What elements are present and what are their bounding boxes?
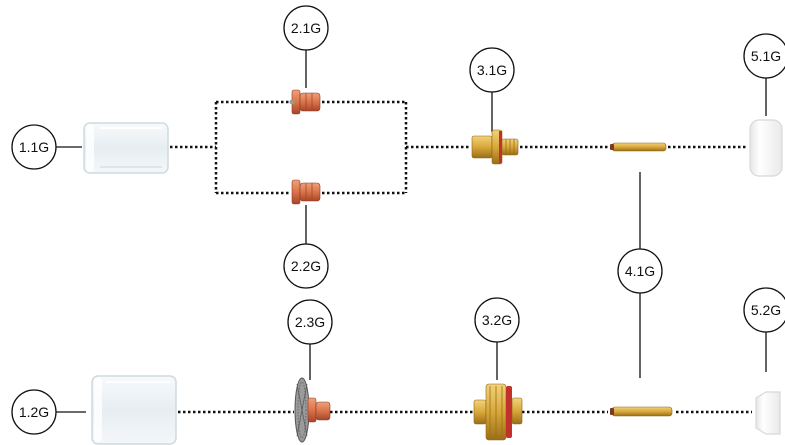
- collet-bottom: [610, 406, 673, 417]
- gas-lens-2-2g: [291, 179, 321, 205]
- collet-body-3-1g: [471, 129, 519, 165]
- callout-3-1g: 3.1G: [469, 47, 515, 93]
- callout-2-3g: 2.3G: [287, 299, 333, 345]
- callout-label: 1.1G: [19, 139, 49, 155]
- callout-label: 2.2G: [291, 258, 321, 274]
- callout-2-2g: 2.2G: [283, 243, 329, 289]
- callout-4-1g: 4.1G: [617, 248, 663, 294]
- glass-cup-1-2g: [91, 375, 177, 445]
- callout-label: 5.2G: [751, 302, 781, 318]
- callout-5-1g: 5.1G: [743, 33, 785, 79]
- callout-label: 5.1G: [751, 48, 781, 64]
- callout-label: 3.2G: [482, 312, 512, 328]
- connector-lines: [170, 100, 752, 414]
- collet-top: [610, 142, 667, 152]
- glass-cup-1-1g: [83, 122, 169, 174]
- callout-2-1g: 2.1G: [283, 5, 329, 51]
- callout-3-2g: 3.2G: [474, 297, 520, 343]
- callout-label: 4.1G: [625, 263, 655, 279]
- insulator-5-1g: [749, 119, 783, 177]
- callout-1-1g: 1.1G: [11, 124, 57, 170]
- callout-5-2g: 5.2G: [743, 287, 785, 333]
- leader-lines: [56, 50, 767, 413]
- callout-label: 2.3G: [295, 314, 325, 330]
- callout-label: 3.1G: [477, 62, 507, 78]
- callout-1-2g: 1.2G: [11, 389, 57, 435]
- collet-body-3-2g: [473, 383, 523, 441]
- insulator-5-2g: [755, 391, 781, 435]
- gas-lens-2-3g: [294, 377, 331, 443]
- gas-lens-2-1g: [289, 89, 321, 115]
- callout-label: 2.1G: [291, 20, 321, 36]
- callout-label: 1.2G: [19, 404, 49, 420]
